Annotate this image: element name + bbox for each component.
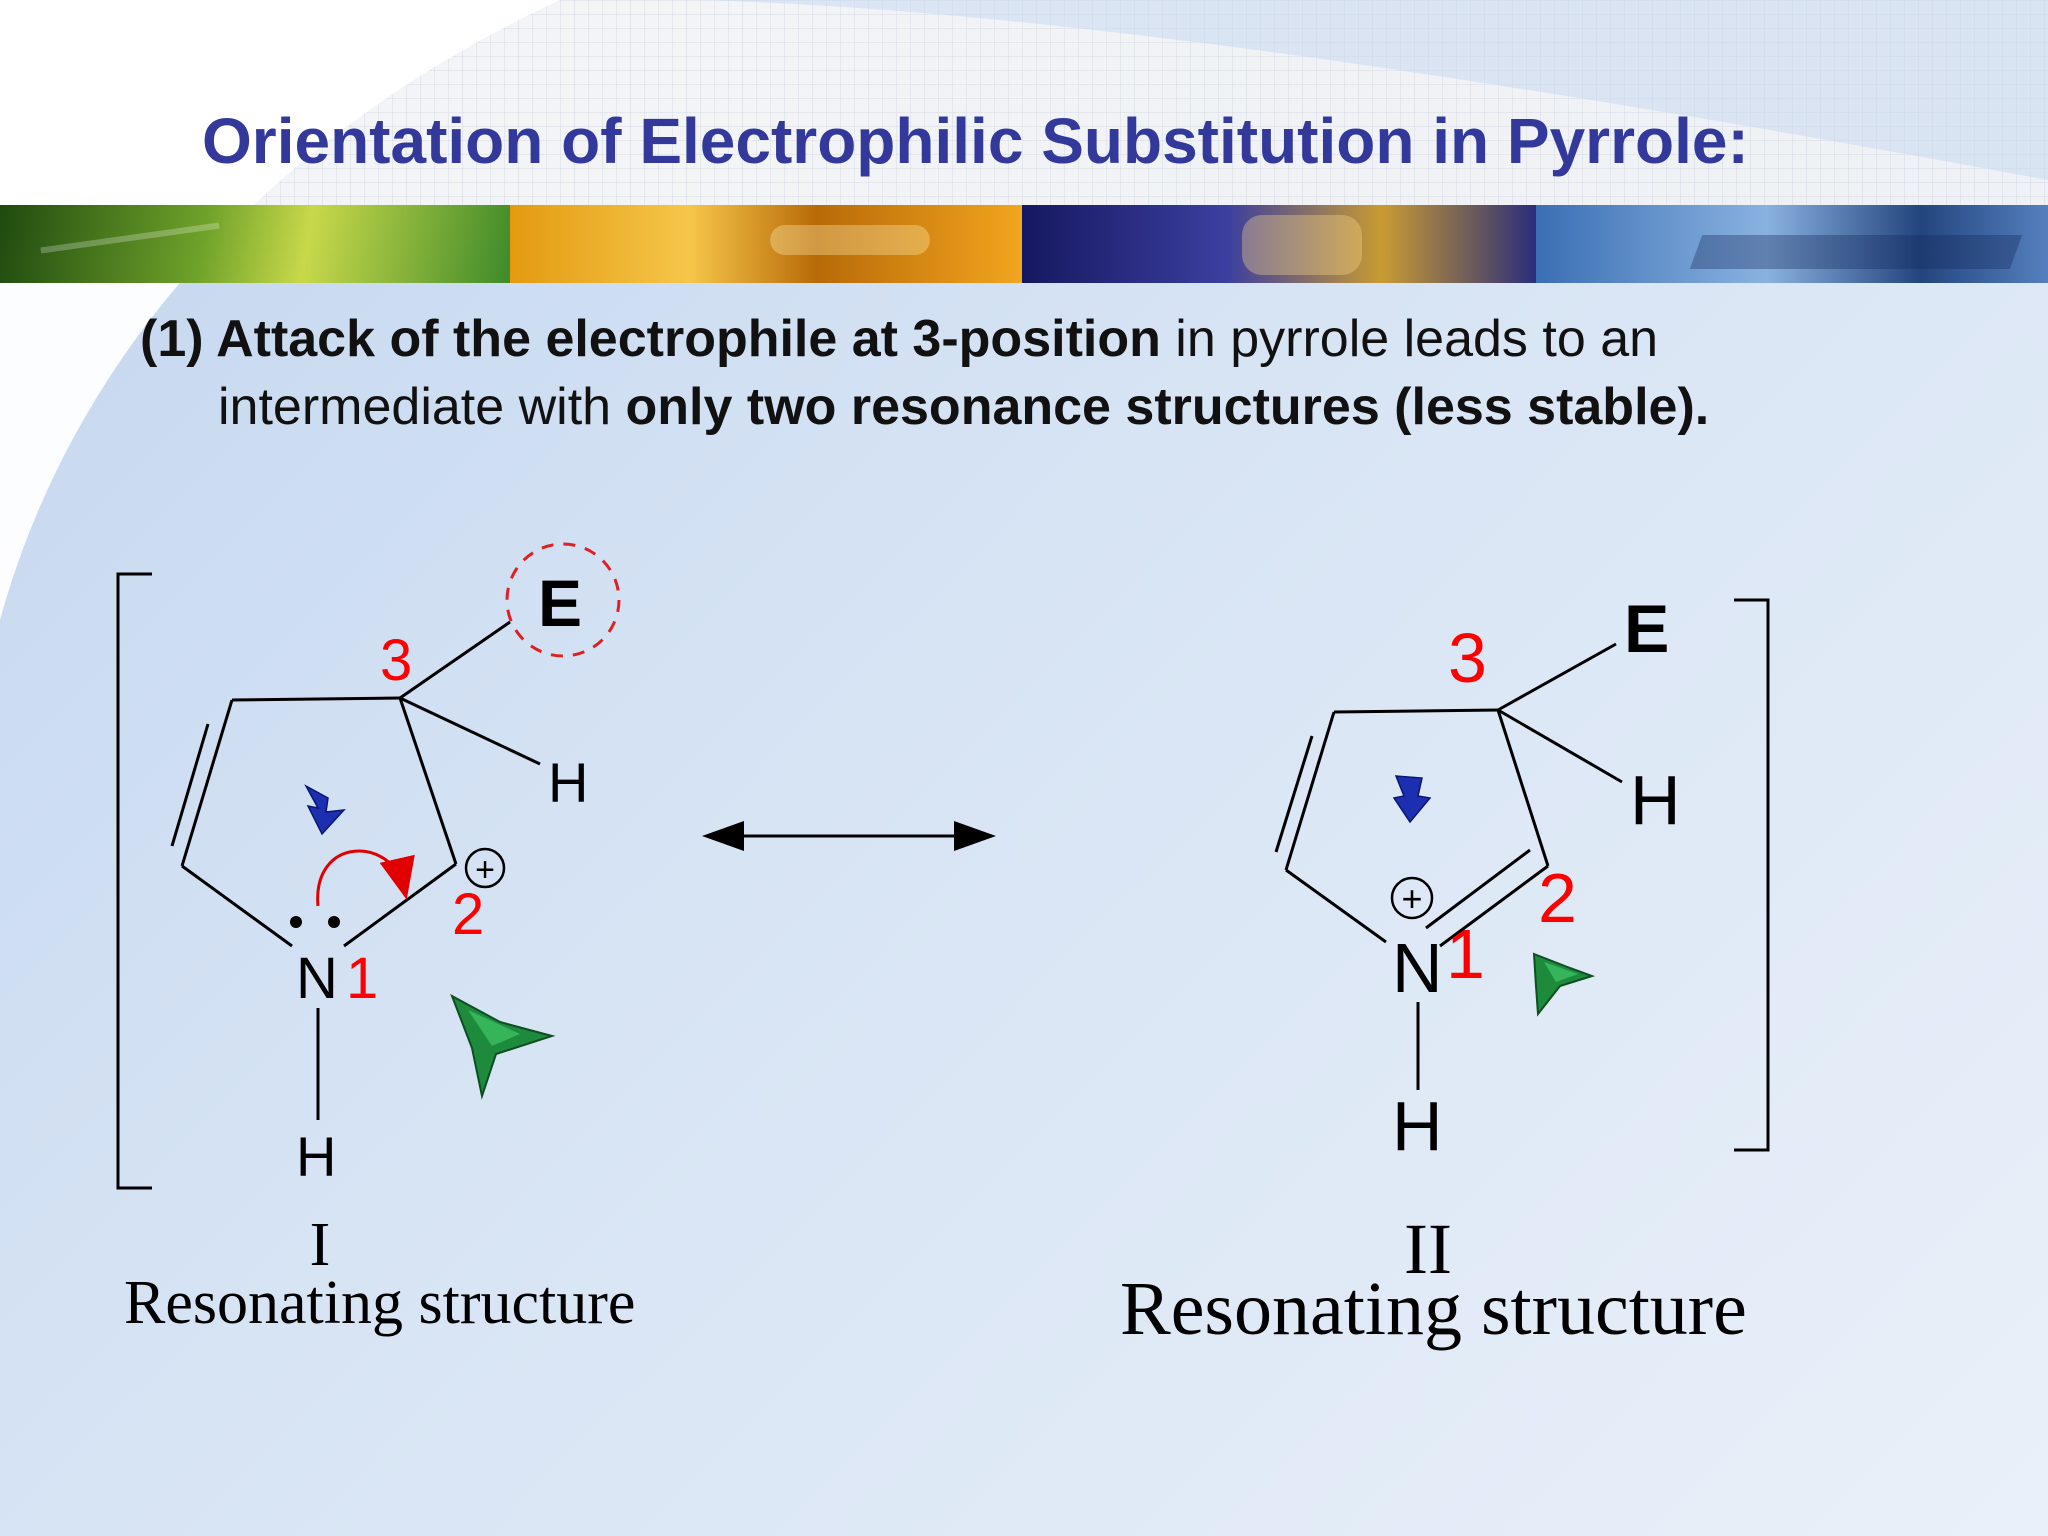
paragraph-line-2: intermediate with only two resonance str… — [140, 373, 1940, 441]
structure-2-caption: Resonating structure — [1120, 1267, 1747, 1351]
structure-1-caption: Resonating structure — [124, 1269, 636, 1337]
banner-photo-hard-drive — [510, 205, 1022, 283]
paragraph-bold-1: (1) Attack of the electrophile at 3-posi… — [140, 310, 1161, 368]
banner-photo-lab-glassware — [1022, 205, 1536, 283]
explanation-paragraph: (1) Attack of the electrophile at 3-posi… — [140, 305, 1940, 441]
banner-photo-computer-mouse — [0, 205, 510, 283]
paragraph-bold-2: only two resonance structures (less stab… — [625, 378, 1710, 436]
structure-1-roman-numeral: I — [309, 1211, 331, 1279]
paragraph-text-2: intermediate with — [218, 378, 626, 436]
slide-title: Orientation of Electrophilic Substitutio… — [202, 105, 1749, 177]
photo-banner — [0, 205, 2048, 283]
paragraph-text-1: in pyrrole leads to an — [1160, 310, 1659, 368]
structure-2-roman-numeral: II — [1404, 1209, 1452, 1289]
banner-photo-keyboard — [1536, 205, 2048, 283]
